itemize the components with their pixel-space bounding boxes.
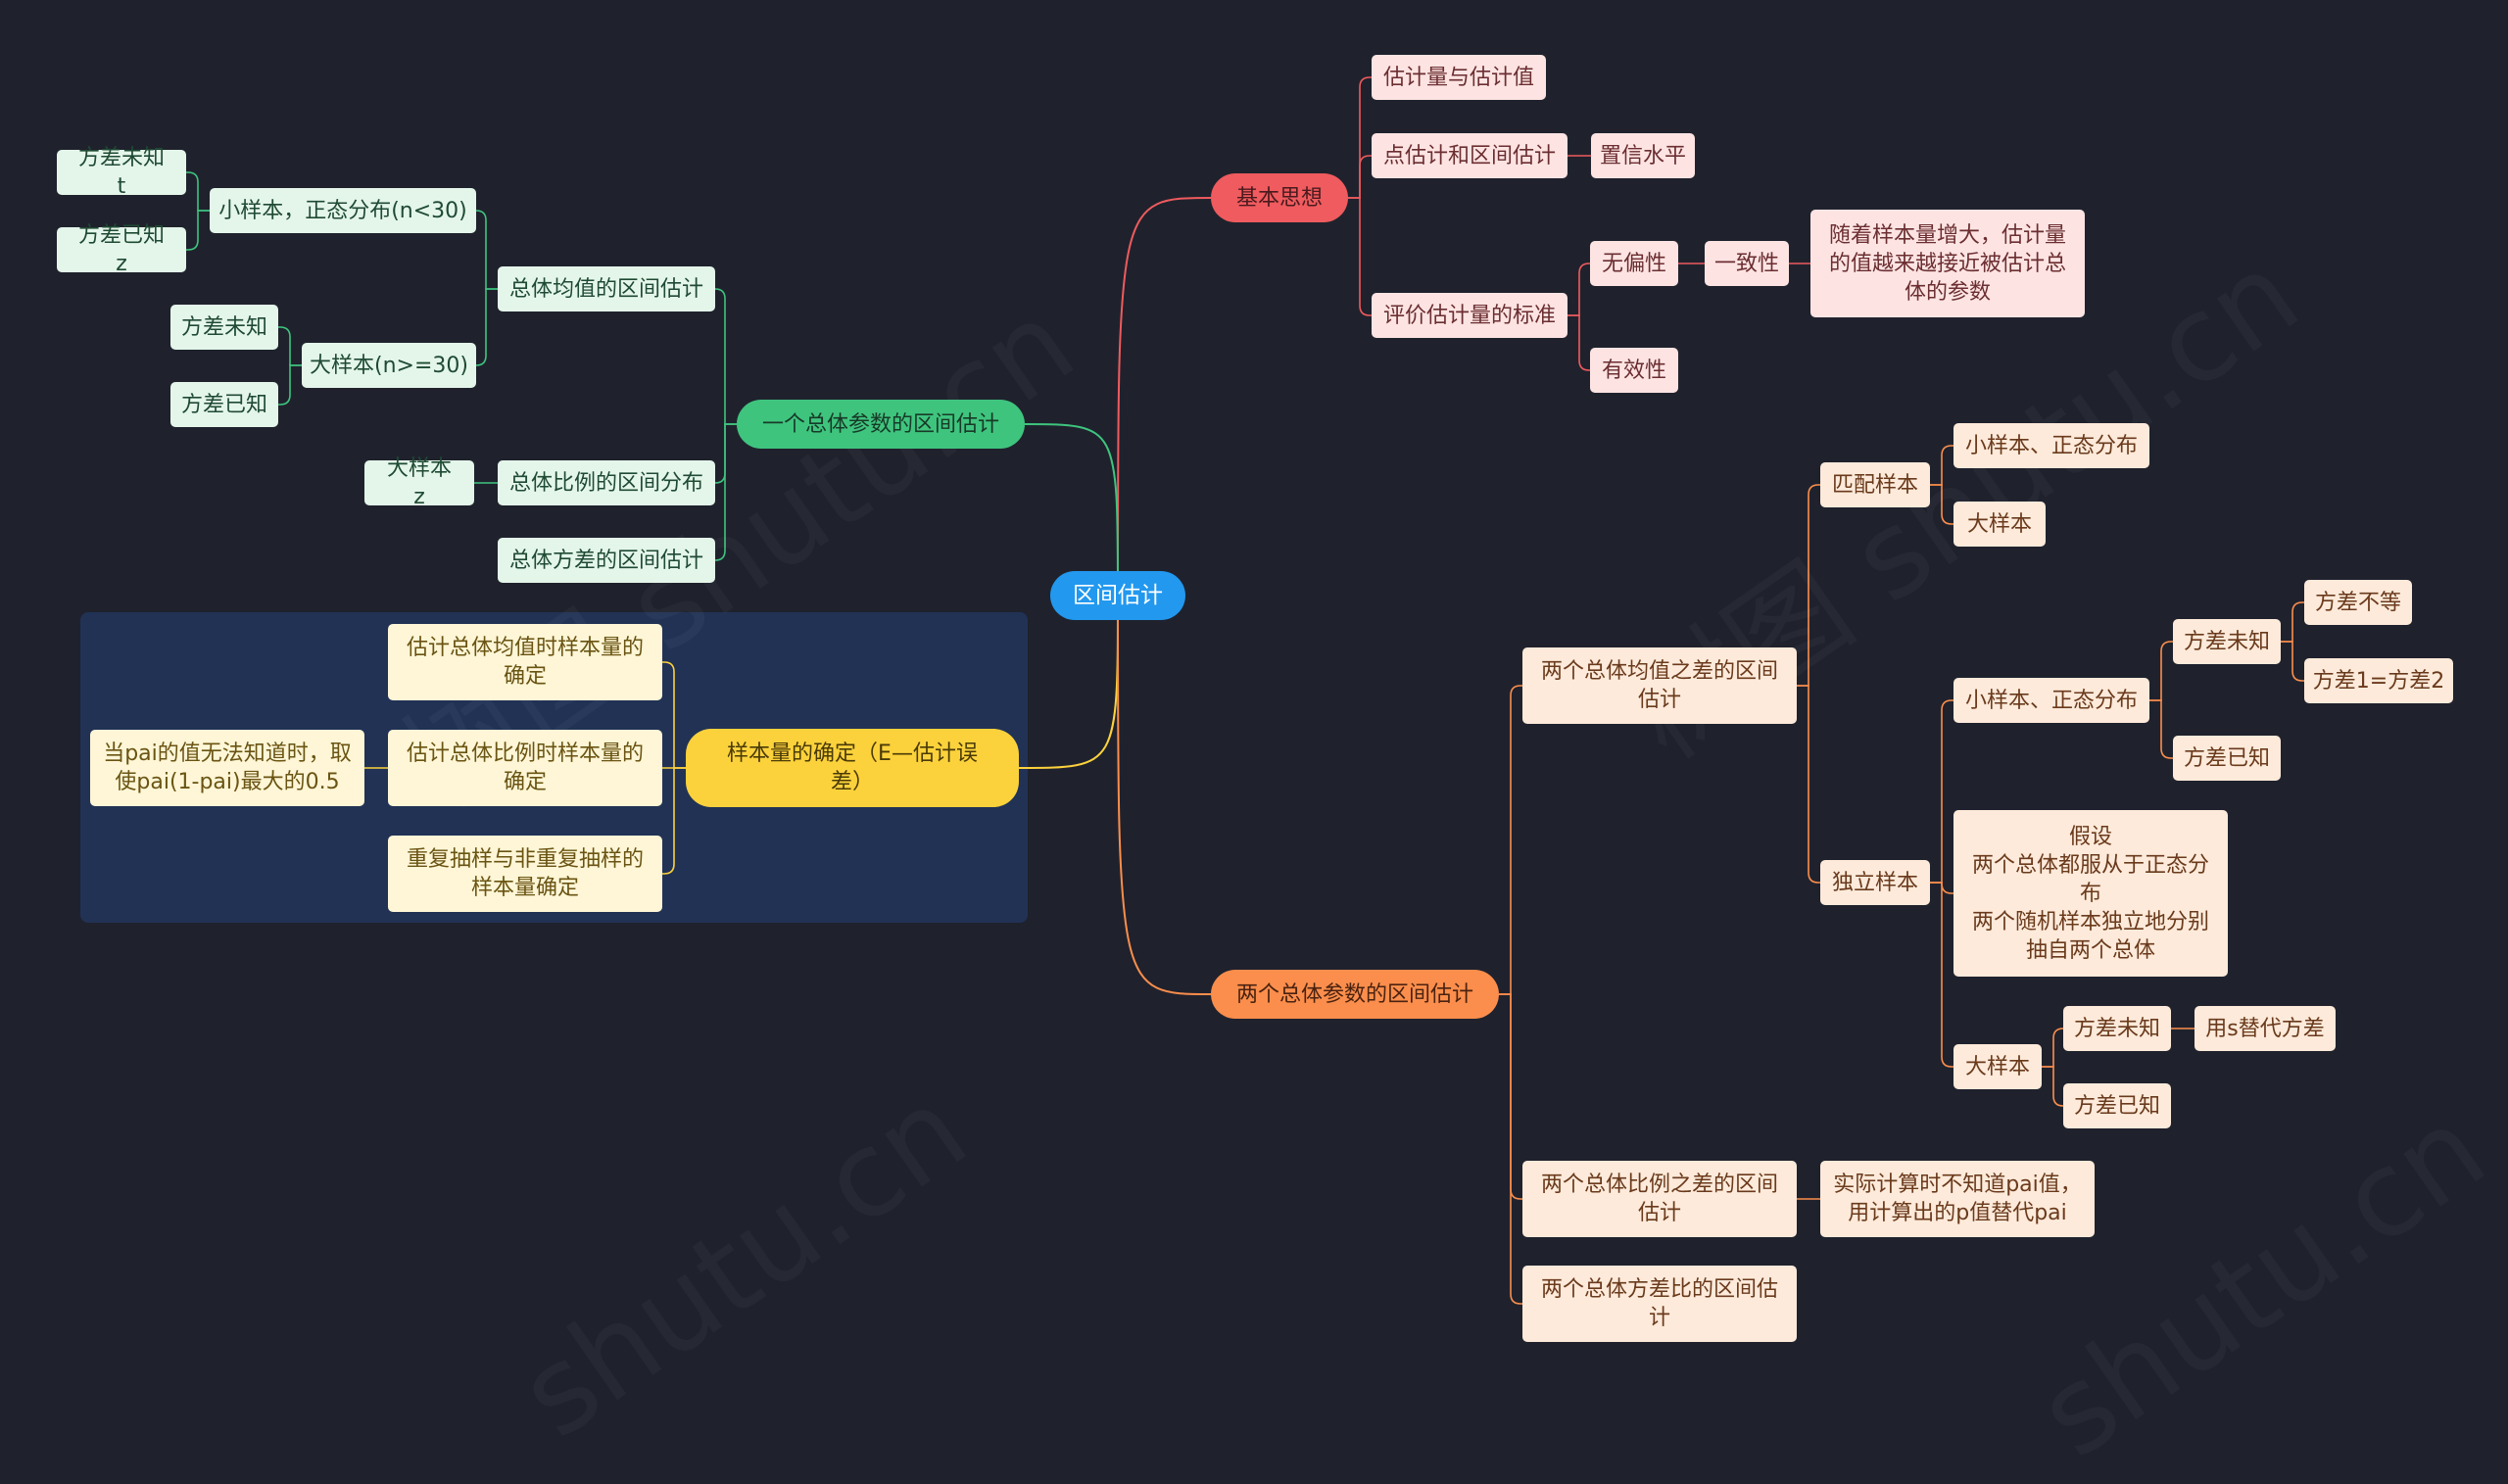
connector-line (1930, 882, 1953, 1068)
connector-line (714, 423, 737, 484)
node-matched-large-sample[interactable]: 大样本 (1953, 502, 2046, 547)
connector-line (1797, 685, 1820, 884)
connector-line (2281, 601, 2304, 643)
node-pai-unknown-note[interactable]: 当pai的值无法知道时，取 使pai(1-pai)最大的0.5 (90, 730, 364, 806)
connector-line (1797, 484, 1820, 687)
node-variance-unknown-t[interactable]: 方差未知 t (57, 146, 186, 199)
node-matched-samples[interactable]: 匹配样本 (1820, 462, 1930, 507)
node-unbiasedness[interactable]: 无偏性 (1590, 241, 1678, 286)
node-consistency-description[interactable]: 随着样本量增大，估计量 的值越来越接近被估计总 体的参数 (1810, 210, 2085, 317)
connector-line (1568, 263, 1590, 316)
branch-one-population[interactable]: 一个总体参数的区间估计 (737, 400, 1025, 449)
connector-line (1568, 314, 1590, 371)
node-mean-difference[interactable]: 两个总体均值之差的区间 估计 (1522, 647, 1797, 724)
connector-line (714, 423, 737, 561)
mind-map-canvas: 树图 shutu.cn 树图 shutu.cn shutu.cn shutu.c… (57, 55, 2453, 1342)
root-node[interactable]: 区间估计 (1050, 571, 1185, 620)
node-variance-ratio[interactable]: 两个总体方差比的区间估 计 (1522, 1266, 1797, 1342)
connector-line (1499, 685, 1522, 995)
connector-line (1348, 76, 1372, 199)
node-variance-unequal[interactable]: 方差不等 (2304, 580, 2412, 625)
node-efficiency[interactable]: 有效性 (1590, 348, 1678, 393)
node-proportion-note[interactable]: 实际计算时不知道pai值， 用计算出的p值替代pai (1820, 1161, 2095, 1237)
connector-line (2149, 641, 2173, 701)
node-population-variance[interactable]: 总体方差的区间估计 (498, 538, 715, 583)
node-assumptions[interactable]: 假设 两个总体都服从于正态分 布 两个随机样本独立地分别 抽自两个总体 (1953, 810, 2228, 977)
node-independent-samples[interactable]: 独立样本 (1820, 860, 1930, 905)
node-mean-sample-size[interactable]: 估计总体均值时样本量的 确定 (388, 624, 662, 700)
node-consistency[interactable]: 一致性 (1705, 241, 1789, 286)
connector-line (662, 767, 686, 875)
connector-line (1117, 197, 1212, 597)
connector-line (1930, 699, 1953, 884)
node-large-sample-z[interactable]: 大样本 z (364, 456, 474, 509)
branch-sample-size[interactable]: 样本量的确定（E—估计误 差） (686, 729, 1019, 807)
node-variance-unknown[interactable]: 方差未知 (170, 305, 278, 350)
connector-line (2042, 1028, 2064, 1068)
connector-line (1117, 595, 1212, 995)
node-s-replace-variance[interactable]: 用s替代方差 (2194, 1006, 2336, 1051)
connector-lines (186, 76, 2304, 1305)
connector-line (278, 326, 302, 366)
connector-line (1930, 445, 1953, 486)
node-large-variance-known[interactable]: 方差已知 (2063, 1083, 2171, 1128)
node-estimator-criteria[interactable]: 评价估计量的标准 (1372, 293, 1568, 338)
node-matched-small-sample[interactable]: 小样本、正态分布 (1953, 423, 2149, 468)
node-variance-known[interactable]: 方差已知 (170, 382, 278, 427)
node-large-sample[interactable]: 大样本(n>=30) (302, 343, 476, 388)
connector-line (1024, 423, 1119, 597)
connector-line (186, 171, 210, 212)
connector-line (1930, 484, 1953, 525)
node-variance-known-z[interactable]: 方差已知 z (57, 223, 186, 276)
connector-line (2281, 641, 2304, 682)
connector-line (1018, 595, 1119, 769)
node-ind-variance-unknown[interactable]: 方差未知 (2173, 619, 2281, 664)
node-small-sample-normal[interactable]: 小样本，正态分布(n<30) (210, 188, 476, 233)
connector-line (475, 288, 498, 366)
node-proportion-sample-size[interactable]: 估计总体比例时样本量的 确定 (388, 730, 662, 806)
branch-basic-idea[interactable]: 基本思想 (1211, 173, 1348, 222)
node-variance-equal[interactable]: 方差1=方差2 (2304, 658, 2453, 703)
connector-line (475, 210, 498, 290)
node-independent-small-sample[interactable]: 小样本、正态分布 (1953, 678, 2149, 723)
node-population-mean-interval[interactable]: 总体均值的区间估计 (498, 266, 715, 311)
connector-line (662, 661, 686, 769)
connector-line (1348, 155, 1372, 199)
node-confidence-level[interactable]: 置信水平 (1591, 133, 1695, 178)
connector-line (714, 288, 737, 425)
connector-line (2149, 699, 2173, 759)
node-proportion-difference[interactable]: 两个总体比例之差的区间 估计 (1522, 1161, 1797, 1237)
node-ind-large-sample[interactable]: 大样本 (1953, 1044, 2042, 1089)
connector-line (2042, 1066, 2064, 1107)
connector-line (1499, 993, 1522, 1305)
connector-line (278, 364, 302, 406)
node-population-proportion[interactable]: 总体比例的区间分布 (498, 460, 715, 505)
node-replacement-sample-size[interactable]: 重复抽样与非重复抽样的 样本量确定 (388, 836, 662, 912)
connector-line (1348, 197, 1372, 316)
node-large-variance-unknown[interactable]: 方差未知 (2063, 1006, 2171, 1051)
node-point-interval-estimation[interactable]: 点估计和区间估计 (1372, 133, 1568, 178)
node-estimator-vs-estimate[interactable]: 估计量与估计值 (1372, 55, 1546, 100)
branch-two-populations[interactable]: 两个总体参数的区间估计 (1211, 970, 1499, 1019)
node-ind-variance-known[interactable]: 方差已知 (2173, 736, 2281, 781)
connector-line (186, 210, 210, 251)
